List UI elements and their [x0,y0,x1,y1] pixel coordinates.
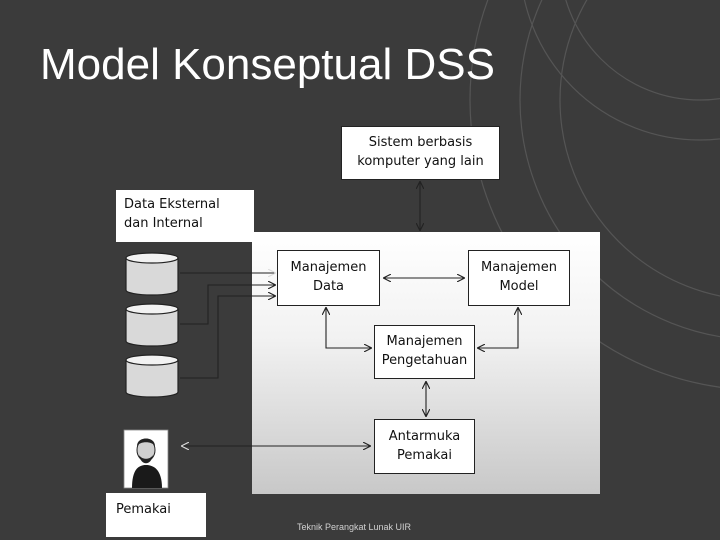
database-icon [125,252,179,296]
box-manajemen-model: Manajemen Model [468,250,570,306]
box-manajemen-pengetahuan: Manajemen Pengetahuan [374,325,475,379]
box-manajemen-data: Manajemen Data [277,250,380,306]
database-icon [125,303,179,347]
slide-title: Model Konseptual DSS [40,40,495,89]
database-icon [125,354,179,398]
footer-text: Teknik Perangkat Lunak UIR [297,522,412,532]
box-pemakai: Pemakai [106,493,206,537]
user-portrait-icon [123,429,169,489]
box-sistem-lain: Sistem berbasis komputer yang lain [341,126,500,180]
box-data-eksternal: Data Eksternal dan Internal [116,190,254,242]
box-antarmuka-pemakai: Antarmuka Pemakai [374,419,475,474]
